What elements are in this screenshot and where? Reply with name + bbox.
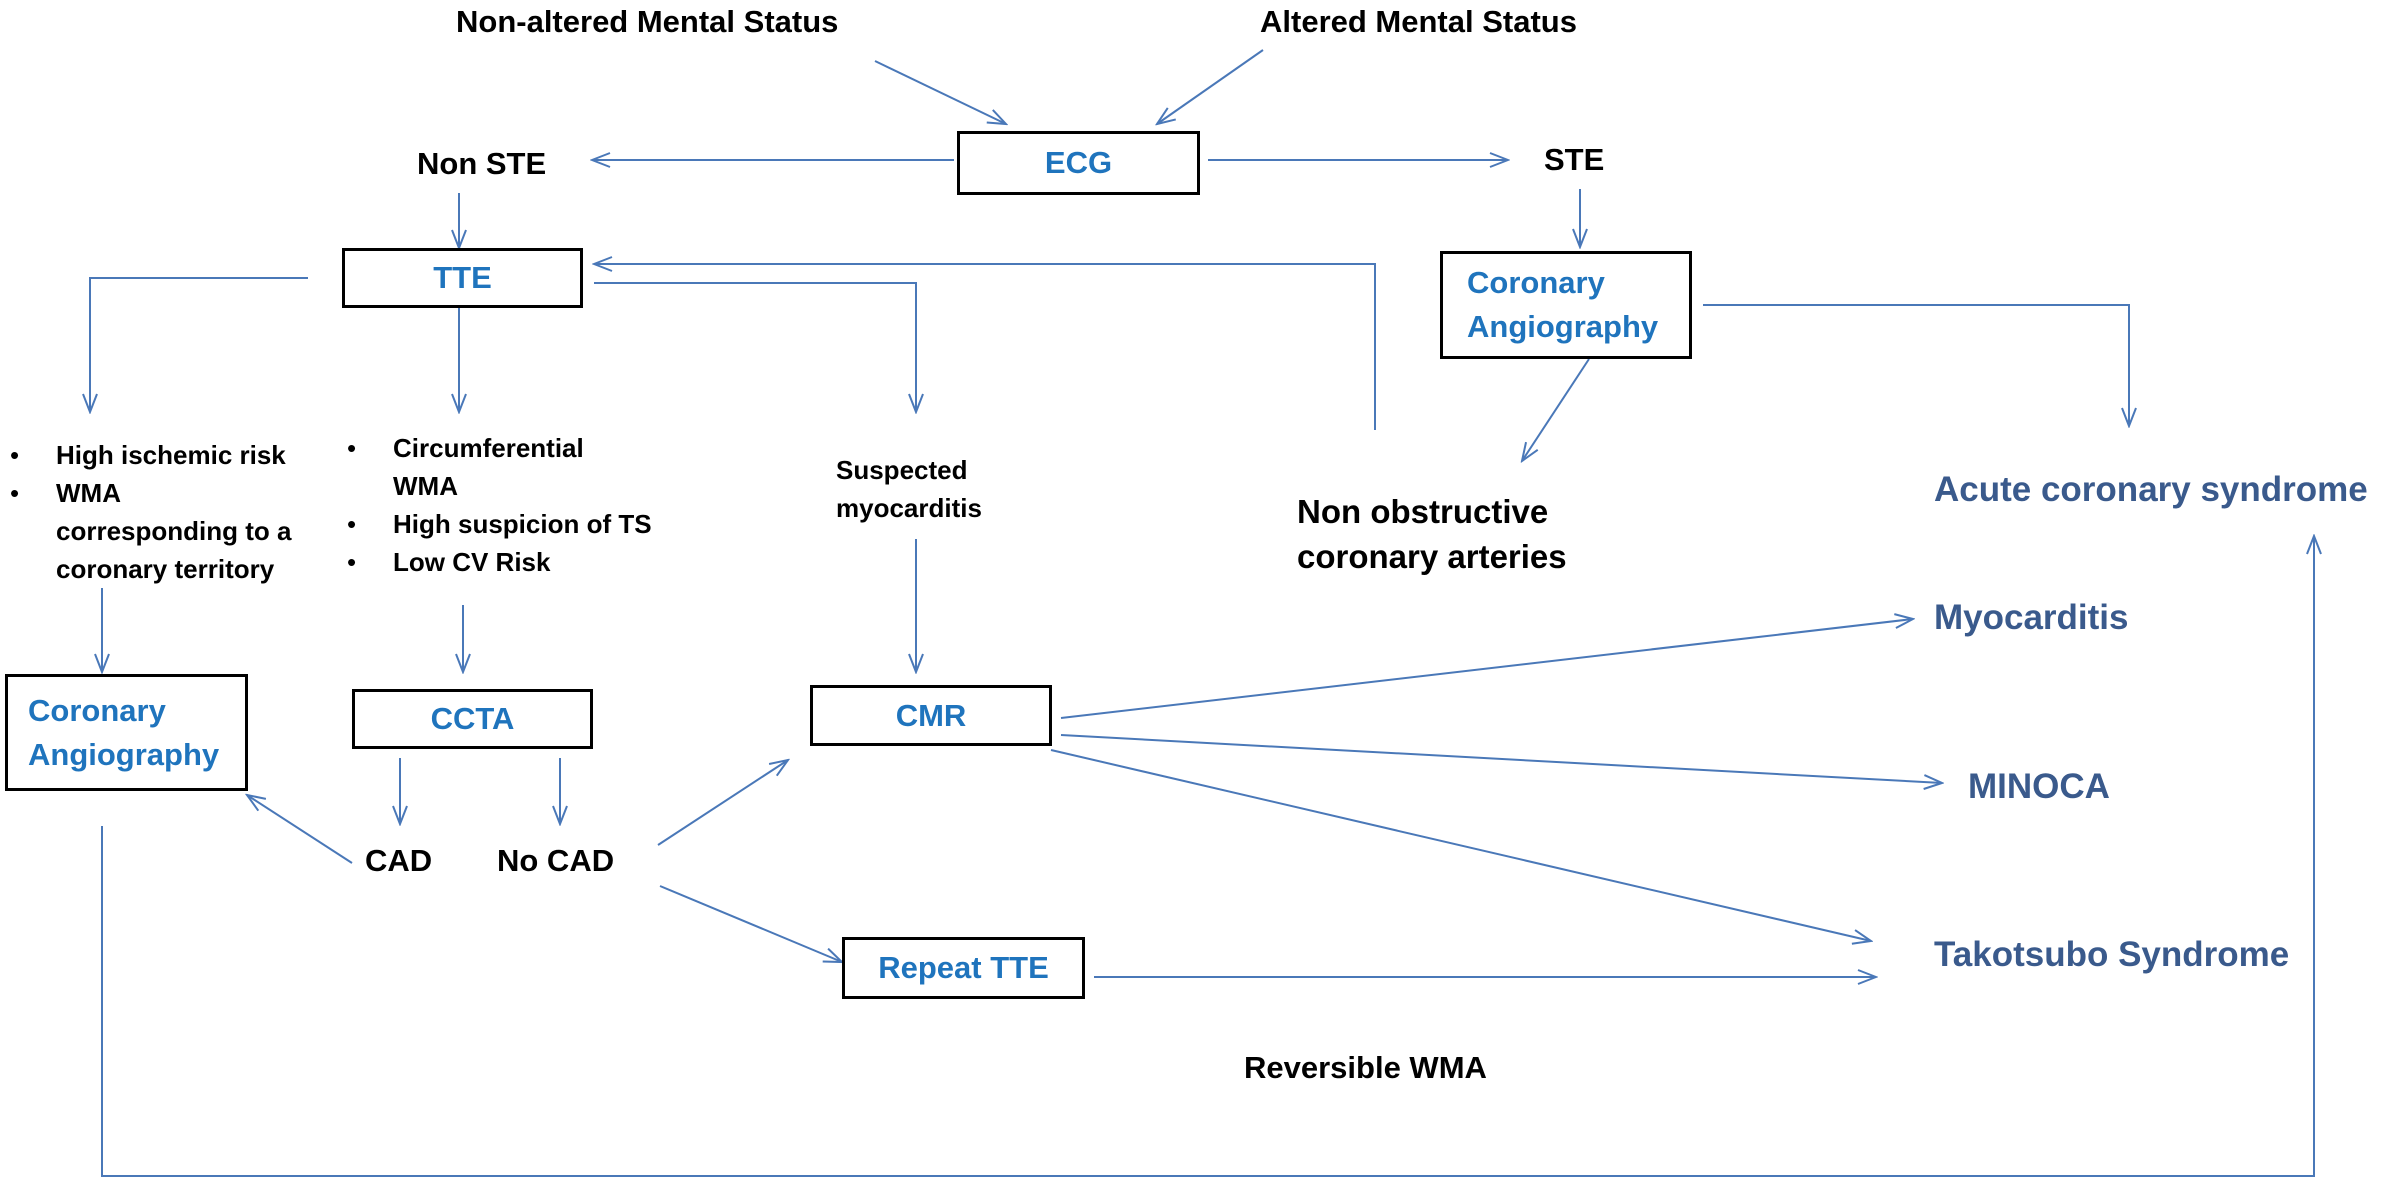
arrow-nonaltered-to-ecg (874, 60, 1006, 124)
coronary-angiography-right-line2: Angiography (1467, 309, 1659, 344)
left-branch-criteria: High ischemic risk WMA corresponding to a… (10, 436, 291, 588)
arrow-nocad-to-cmr (657, 760, 788, 846)
ccta-box: CCTA (352, 689, 593, 749)
criterion-wma-coronary-territory: WMA corresponding to a coronary territory (10, 474, 291, 588)
tte-label: TTE (433, 260, 492, 295)
criterion-circumferential-line1: Circumferential (393, 433, 584, 463)
arrow-cmr-to-minoca (1060, 734, 1942, 783)
no-cad-label: No CAD (497, 843, 615, 878)
ecg-label: ECG (1044, 145, 1113, 180)
reversible-wma-label: Reversible WMA (1244, 1050, 1487, 1085)
tte-box: TTE (342, 248, 583, 308)
ecg-box: ECG (957, 131, 1200, 195)
outcome-minoca: MINOCA (1968, 767, 2110, 806)
coronary-angiography-left-line2: Angiography (28, 736, 220, 772)
non-ste-label: Non STE (417, 146, 547, 181)
arrow-altered-to-ecg (1157, 49, 1264, 124)
non-obstructive-coronary-arteries-label: Non obstructive coronary arteries (1297, 489, 1567, 579)
non-obstructive-line2: coronary arteries (1297, 538, 1567, 575)
outcome-takotsubo-syndrome: Takotsubo Syndrome (1934, 935, 2290, 974)
arrow-nonobstructive-to-tte (594, 264, 1376, 430)
input-non-altered-mental-status: Non-altered Mental Status (456, 4, 839, 39)
criterion-high-ischemic-risk: High ischemic risk (10, 436, 291, 474)
arrow-angio-to-nonobstructive (1522, 358, 1590, 461)
repeat-tte-label: Repeat TTE (878, 950, 1049, 985)
cmr-label: CMR (895, 697, 967, 733)
outcome-myocarditis: Myocarditis (1934, 598, 2129, 637)
arrow-cmr-to-takotsubo (1050, 749, 1871, 941)
criterion-wma-line3: coronary territory (56, 554, 275, 584)
criterion-high-suspicion-ts: High suspicion of TS (347, 505, 652, 543)
arrow-angio-left-to-acs (101, 536, 2314, 1177)
cmr-box: CMR (810, 685, 1052, 746)
repeat-tte-box: Repeat TTE (842, 937, 1085, 999)
suspected-myocarditis-line2: myocarditis (836, 493, 982, 523)
criterion-wma-line2: corresponding to a (56, 516, 292, 546)
outcome-acute-coronary-syndrome: Acute coronary syndrome (1934, 470, 2368, 509)
arrow-angio-to-acs (1703, 304, 2129, 426)
cad-label: CAD (365, 843, 433, 878)
criterion-circumferential-line2: WMA (393, 471, 458, 501)
criterion-wma-line1: WMA (56, 478, 121, 508)
coronary-angiography-right-box: Coronary Angiography (1440, 251, 1692, 359)
ste-label: STE (1544, 142, 1605, 177)
arrow-cad-to-angio (247, 795, 353, 864)
arrow-nocad-to-repeat-tte (659, 885, 842, 962)
arrow-tte-to-left-branch (90, 277, 308, 412)
non-obstructive-line1: Non obstructive (1297, 493, 1549, 530)
ccta-label: CCTA (430, 701, 515, 736)
arrow-cmr-to-myocarditis (1060, 619, 1913, 719)
arrow-tte-to-suspected-myocarditis (594, 282, 916, 412)
coronary-angiography-left-line1: Coronary (28, 692, 166, 728)
criterion-low-cv-risk: Low CV Risk (347, 543, 652, 581)
coronary-angiography-right-line1: Coronary (1467, 265, 1605, 300)
suspected-myocarditis-label: Suspected myocarditis (836, 451, 982, 527)
input-altered-mental-status: Altered Mental Status (1260, 4, 1577, 39)
suspected-myocarditis-line1: Suspected (836, 455, 968, 485)
coronary-angiography-left-box: Coronary Angiography (5, 674, 248, 791)
